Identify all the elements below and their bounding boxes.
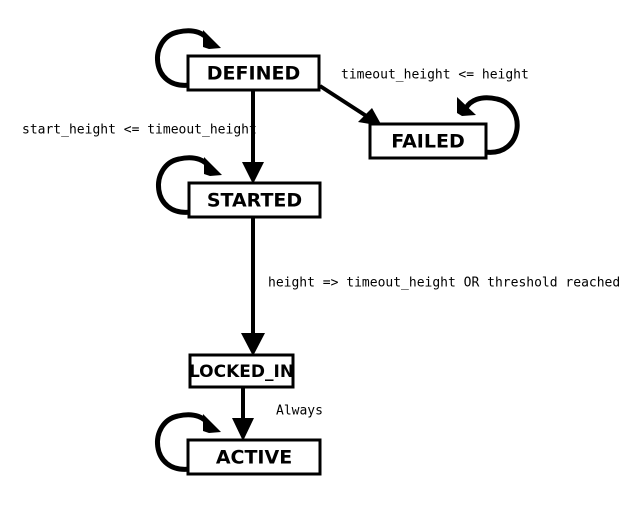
- transition-started-to-lockedin: [241, 217, 265, 356]
- state-node-active[interactable]: ACTIVE: [186, 438, 322, 476]
- state-label-defined: DEFINED: [207, 63, 300, 85]
- state-box-failed[interactable]: [368, 122, 488, 160]
- state-node-locked-in[interactable]: LOCKED_IN: [188, 353, 295, 389]
- state-box-active[interactable]: [186, 438, 322, 476]
- defined-failed-line: [318, 84, 373, 121]
- transition-failed-self: [457, 95, 520, 155]
- defined-started-arrowhead: [242, 162, 264, 184]
- started-lockedin-arrowhead: [241, 333, 265, 356]
- state-box-defined[interactable]: [186, 54, 321, 92]
- lockedin-active-arrowhead: [232, 418, 254, 441]
- state-box-locked-in[interactable]: [188, 353, 295, 389]
- state-box-started[interactable]: [187, 181, 322, 219]
- state-label-locked-in: LOCKED_IN: [189, 362, 294, 382]
- transition-defined-to-started: [242, 90, 264, 184]
- transition-lockedin-to-active: [232, 387, 254, 441]
- state-node-failed[interactable]: FAILED: [368, 122, 488, 160]
- started-self-loop-path: [156, 155, 213, 215]
- active-self-loop-arrowhead: [203, 414, 221, 433]
- defined-failed-arrowhead: [358, 108, 382, 126]
- failed-self-loop-path: [463, 95, 520, 155]
- edge-label-height-ge-timeout-or-threshold: height => timeout_height OR threshold re…: [268, 276, 620, 291]
- edge-label-always: Always: [276, 404, 323, 419]
- state-node-started[interactable]: STARTED: [187, 181, 322, 219]
- state-label-failed: FAILED: [391, 131, 464, 153]
- transition-defined-self: [155, 28, 221, 88]
- defined-self-loop-path: [155, 28, 212, 88]
- state-label-active: ACTIVE: [216, 447, 292, 469]
- transition-active-self: [155, 412, 221, 472]
- transition-started-self: [156, 155, 222, 215]
- failed-self-loop-arrowhead: [457, 97, 476, 116]
- edge-label-timeout-height-le-height: timeout_height <= height: [341, 68, 529, 83]
- edge-label-start-height-le-timeout-height: start_height <= timeout_height: [22, 123, 257, 138]
- defined-self-loop-arrowhead: [203, 30, 221, 49]
- state-node-defined[interactable]: DEFINED: [186, 54, 321, 92]
- active-self-loop-path: [155, 412, 212, 472]
- started-self-loop-arrowhead: [204, 157, 222, 176]
- state-label-started: STARTED: [207, 190, 302, 212]
- transition-defined-to-failed: [318, 84, 382, 126]
